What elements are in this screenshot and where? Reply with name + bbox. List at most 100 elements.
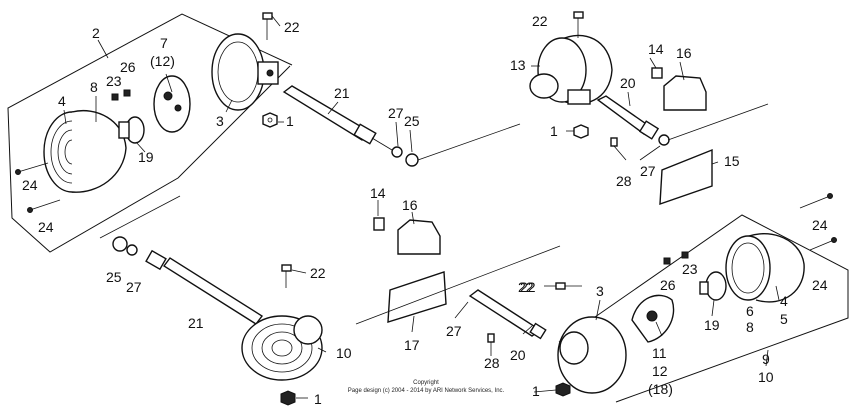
callout-4-bottomright: 4	[780, 293, 788, 309]
callout-10-bottomright: 10	[758, 369, 774, 385]
callout-4-topleft: 4	[58, 93, 66, 109]
callout-14-topright: 14	[648, 41, 664, 57]
callout-7-topleft: 7	[160, 35, 168, 51]
bolt-22-center	[555, 282, 582, 290]
callout-24b-bottomright: 24	[812, 277, 828, 293]
callout-22-bottomleft: 22	[310, 265, 326, 281]
callout-21-topleft: 21	[334, 85, 350, 101]
callout-11-bottomright: 11	[652, 345, 667, 361]
callout-6-bottomright: 6	[746, 303, 754, 319]
callout-27-bottomleft: 27	[126, 279, 142, 295]
callout-25-bottomleft: 25	[106, 269, 122, 285]
callout-24b-topleft: 24	[38, 219, 54, 235]
callout-12-bottomright: 12	[652, 363, 668, 379]
callout-27-topleft: 27	[388, 105, 404, 121]
callout-25-topleft: 25	[404, 113, 420, 129]
callout-1-topleft: 1	[286, 113, 294, 129]
callout-8-topleft: 8	[90, 79, 98, 95]
callout-22-topright: 22	[532, 13, 548, 29]
callout-18-bottomright: (18)	[648, 381, 673, 397]
wire-bottomleft	[99, 195, 181, 239]
leader-lines	[63, 15, 780, 399]
callout-16-center: 16	[402, 197, 418, 213]
lamp-10-bottomleft	[241, 315, 323, 381]
callout-1-bottomleft: 1	[314, 391, 322, 407]
group-outline-right	[558, 214, 849, 403]
callout-20-topright: 20	[620, 75, 636, 91]
nut-1-topleft	[262, 112, 278, 128]
lens-4-topleft	[43, 110, 127, 193]
collar-14-topright	[651, 67, 663, 79]
screws-24-bottomright	[799, 193, 837, 251]
socket-7-topleft	[153, 75, 191, 133]
stay-20-center	[468, 289, 547, 340]
wire-topright	[667, 103, 769, 141]
washer-27-bottomleft	[126, 244, 138, 256]
callout-22-center: 22	[518, 279, 534, 295]
nut-1-bottomright	[555, 382, 571, 397]
callout-19-topleft: 19	[138, 149, 154, 165]
lens-4-bottomright	[725, 233, 805, 303]
callout-labels: 2 7 (12) 26 23 8 4 3 19 24 24 22 21 1 27…	[22, 13, 828, 407]
callout-14-center: 14	[370, 185, 386, 201]
grommet-16-center	[397, 219, 441, 255]
bolt-28-center	[487, 333, 495, 356]
wire-topleft	[417, 123, 521, 161]
stay-21-topleft	[282, 85, 393, 151]
callout-13-topright: 13	[510, 57, 526, 73]
nut-1-bottomleft	[280, 390, 296, 406]
callout-3-bottomright: 3	[596, 283, 604, 299]
case-3-topleft	[211, 33, 279, 111]
bolt-22-topleft	[262, 12, 273, 40]
screw-23-topleft	[111, 93, 119, 101]
callout-17-center: 17	[404, 337, 420, 353]
callout-28-topright: 28	[616, 173, 632, 189]
callout-26-topleft: 26	[120, 59, 136, 75]
callout-5-bottomright: 5	[780, 311, 788, 327]
copyright-line2: Page design (c) 2004 - 2014 by ARI Netwo…	[348, 388, 505, 394]
callout-23-topleft: 23	[106, 73, 122, 89]
wire-center	[355, 245, 561, 325]
washer-25-bottomleft	[112, 236, 128, 252]
bolt-28-topright	[610, 137, 627, 161]
screws-24-topleft	[15, 162, 61, 213]
screw-26-topleft	[123, 89, 131, 97]
callout-16-topright: 16	[676, 45, 692, 61]
nut-1-topright	[573, 124, 589, 139]
callout-22-bottomright: 22	[520, 279, 536, 295]
callout-23-bottomright: 23	[682, 261, 698, 277]
callout-27-center: 27	[446, 323, 462, 339]
callout-1-bottomright: 1	[532, 383, 540, 399]
collar-14-center	[373, 217, 385, 231]
bracket-17-center	[387, 271, 447, 323]
case-3-bottomright	[557, 316, 627, 394]
stay-20-topright	[596, 95, 670, 146]
callout-20-center: 20	[510, 347, 526, 363]
grommet-16-topright	[663, 75, 707, 111]
callout-9-bottomright: 9	[762, 351, 770, 367]
callout-3-topleft: 3	[216, 113, 224, 129]
group-outline-left	[7, 13, 293, 253]
bracket-15-topright	[659, 148, 713, 206]
bolt-22-bottomleft	[281, 264, 292, 288]
callout-12-topleft: (12)	[150, 53, 175, 69]
callout-19-bottomright: 19	[704, 317, 720, 333]
callout-28-center: 28	[484, 355, 500, 371]
callout-10-bottomleft: 10	[336, 345, 352, 361]
screw-23-bottomright	[681, 251, 689, 259]
callout-24a-bottomright: 24	[812, 217, 828, 233]
callout-15-topright: 15	[724, 153, 740, 169]
callout-8-bottomright: 8	[746, 319, 754, 335]
callout-21-bottomleft: 21	[188, 315, 204, 331]
stay-21-bottomleft	[145, 249, 264, 325]
callout-22-topleft: 22	[284, 19, 300, 35]
callout-1-topright: 1	[550, 123, 558, 139]
washer-27-topleft	[391, 146, 403, 158]
bolt-22-topright	[573, 11, 584, 38]
callout-27-topright: 27	[640, 163, 656, 179]
bulb-19-topleft	[118, 116, 145, 144]
callout-26-bottomright: 26	[660, 277, 676, 293]
bulb-19-bottomright	[699, 271, 727, 301]
callout-24a-topleft: 24	[22, 177, 38, 193]
